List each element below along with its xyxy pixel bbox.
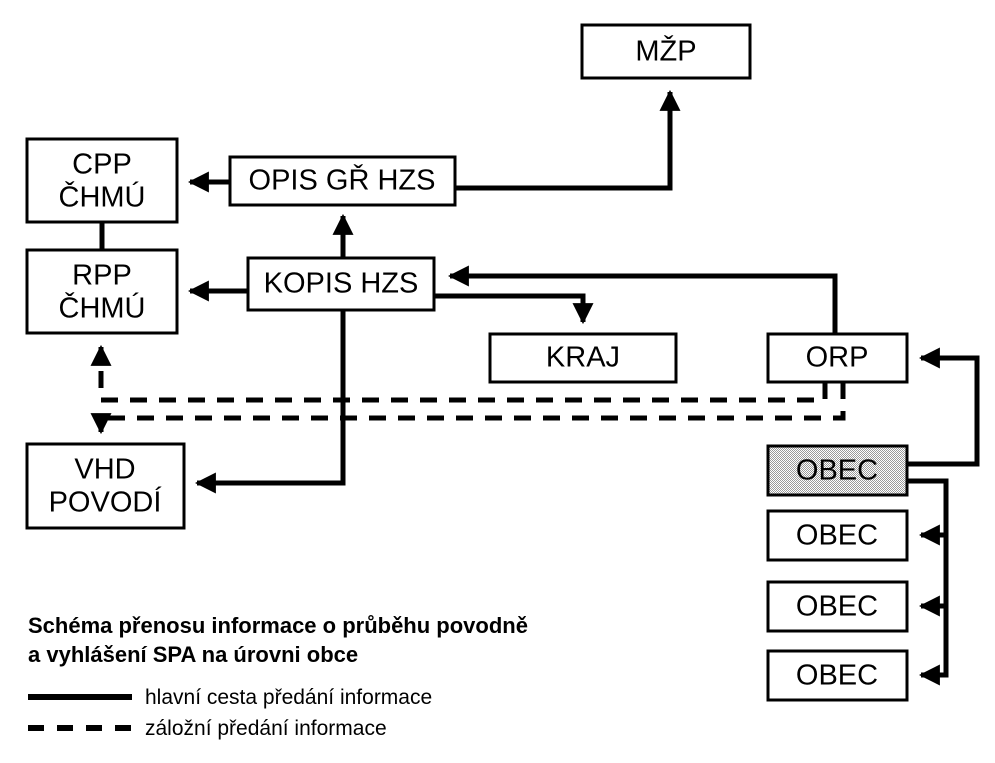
node-obec-3-box: [766, 580, 909, 633]
node-mzp-box: [580, 23, 752, 80]
legend-title-line2: a vyhlášení SPA na úrovni obce: [28, 642, 358, 667]
edge-kopis-to-kraj: [434, 293, 594, 325]
node-mzp-label: MŽP: [635, 35, 696, 68]
edge-backup-orp-to-rpp: [90, 344, 828, 403]
node-rpp-chmu-label-line2: ČHMÚ: [59, 291, 146, 325]
node-opis-gr-hzs[interactable]: OPIS GŘ HZS: [228, 155, 457, 207]
node-opis-gr-hzs-label: OPIS GŘ HZS: [249, 164, 436, 197]
node-obec-2-box: [766, 509, 909, 562]
node-obec-4-label: OBEC: [796, 660, 878, 692]
edge-opis-to-mzp: [455, 89, 681, 191]
node-obec-4[interactable]: OBEC: [766, 649, 909, 702]
legend-title-line1: Schéma přenosu informace o průběhu povod…: [28, 613, 528, 638]
node-cpp-chmu-label-line2: ČHMÚ: [59, 180, 146, 214]
node-cpp-chmu-label-line1: CPP: [72, 149, 132, 181]
node-mzp[interactable]: MŽP: [580, 23, 752, 80]
node-vhd-povodi-label-line1: VHD: [74, 454, 135, 486]
node-cpp-chmu[interactable]: CPP ČHMÚ: [25, 137, 179, 224]
node-kopis-hzs-box: [246, 256, 436, 312]
node-rpp-chmu-label-line1: RPP: [72, 260, 132, 292]
node-obec-highlight-label: OBEC: [796, 455, 878, 487]
node-kopis-hzs[interactable]: KOPIS HZS: [246, 256, 436, 312]
legend-label-dashed: záložní předání informace: [145, 717, 387, 740]
legend: Schéma přenosu informace o průběhu povod…: [28, 613, 528, 740]
node-orp-label: ORP: [806, 342, 869, 374]
node-orp[interactable]: ORP: [766, 332, 909, 384]
node-rpp-chmu-box: [25, 248, 179, 335]
node-obec-highlight-box: [766, 444, 909, 497]
node-kopis-hzs-label: KOPIS HZS: [264, 268, 419, 300]
edge-obec-to-obec3: [918, 481, 949, 617]
node-obec-2-label: OBEC: [796, 520, 878, 552]
node-vhd-povodi[interactable]: VHD POVODÍ: [25, 442, 186, 530]
node-rpp-chmu[interactable]: RPP ČHMÚ: [25, 248, 179, 335]
node-cpp-chmu-box: [25, 137, 179, 224]
legend-label-solid: hlavní cesta předání informace: [145, 686, 432, 709]
node-vhd-povodi-box: [25, 442, 186, 530]
node-vhd-povodi-label-line2: POVODÍ: [49, 486, 163, 519]
node-obec-4-box: [766, 649, 909, 702]
node-orp-box: [766, 332, 909, 384]
node-obec-2[interactable]: OBEC: [766, 509, 909, 562]
node-kraj-label: KRAJ: [546, 342, 620, 374]
edge-orp-to-kopis: [447, 265, 838, 334]
node-opis-gr-hzs-box: [228, 155, 457, 207]
node-kraj[interactable]: KRAJ: [488, 332, 678, 384]
node-obec-highlight[interactable]: OBEC: [766, 444, 909, 497]
node-obec-3[interactable]: OBEC: [766, 580, 909, 633]
node-obec-3-label: OBEC: [796, 591, 878, 623]
edge-obec-to-obec2: [907, 478, 949, 546]
edge-kopis-to-vhd: [194, 310, 346, 494]
edge-backup-orp-to-vhd: [90, 382, 846, 435]
node-kraj-box: [488, 332, 678, 384]
edge-obec-to-obec4: [918, 481, 949, 686]
edge-obec-to-orp: [907, 347, 980, 467]
